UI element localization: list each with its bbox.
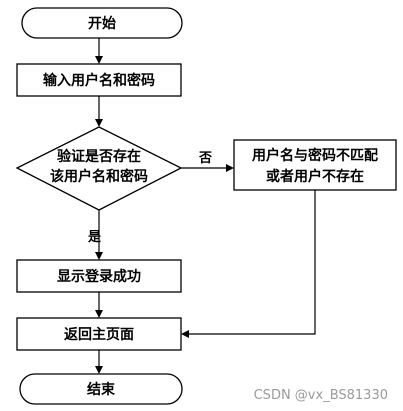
arrowhead: [226, 164, 234, 172]
return-label: 返回主页面: [64, 326, 134, 343]
arrowhead: [95, 119, 103, 127]
error-label-line1: 用户名与密码不匹配: [252, 147, 378, 164]
watermark: CSDN @vx_BS81330: [254, 388, 388, 403]
start-label: 开始: [88, 15, 116, 32]
arrowhead: [95, 366, 103, 374]
input-node: 输入用户名和密码: [16, 63, 182, 97]
input-label: 输入用户名和密码: [43, 72, 155, 89]
end-node: 结束: [19, 373, 183, 405]
error-node: 用户名与密码不匹配 或者用户不存在: [233, 139, 397, 191]
success-label: 显示登录成功: [57, 268, 141, 285]
arrowhead: [181, 330, 189, 338]
arrowhead: [95, 56, 103, 64]
no-branch-label: 否: [198, 151, 212, 166]
arrowhead: [95, 310, 103, 318]
yes-branch-label: 是: [87, 230, 102, 245]
decision-label-line2: 该用户名和密码: [50, 168, 148, 185]
arrowhead: [95, 252, 103, 260]
error-label-line2: 或者用户不存在: [266, 168, 364, 185]
decision-label-line1: 验证是否存在: [57, 148, 141, 165]
success-node: 显示登录成功: [16, 259, 182, 293]
connector-error-return: [188, 190, 316, 335]
start-node: 开始: [21, 7, 183, 39]
end-label: 结束: [87, 381, 116, 398]
return-node: 返回主页面: [16, 317, 182, 351]
decision-node: 验证是否存在 该用户名和密码: [15, 126, 183, 211]
